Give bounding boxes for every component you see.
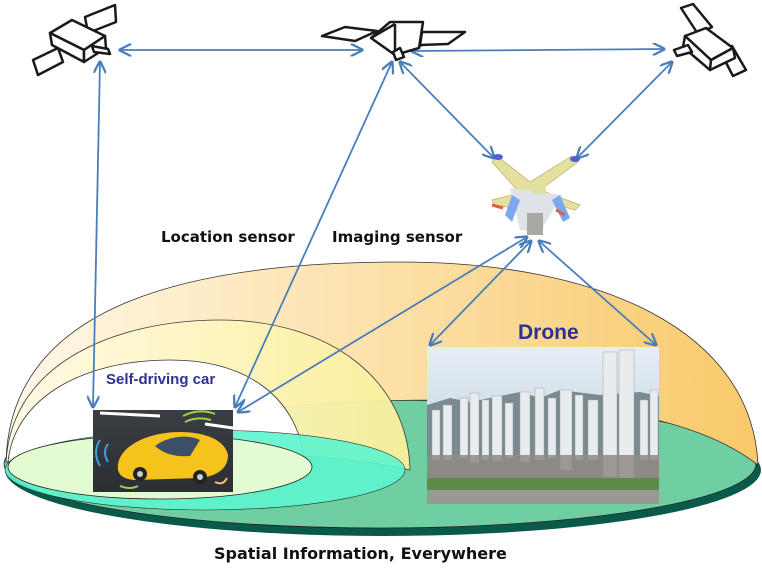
communication-arrows (93, 49, 672, 412)
imaging-sensor-label: Imaging sensor (332, 228, 463, 246)
satellite-right-icon (672, 2, 748, 78)
self-driving-car-label: Self-driving car (106, 371, 216, 388)
footer-caption: Spatial Information, Everywhere (214, 544, 507, 563)
self-driving-car-image (93, 410, 234, 492)
quadcopter-drone-icon (491, 154, 581, 235)
drone-label: Drone (518, 321, 579, 344)
satellite-left-icon (31, 3, 118, 77)
city-skyline-image (427, 347, 659, 504)
location-sensor-label: Location sensor (161, 228, 295, 246)
satellite-center-icon (320, 20, 467, 62)
